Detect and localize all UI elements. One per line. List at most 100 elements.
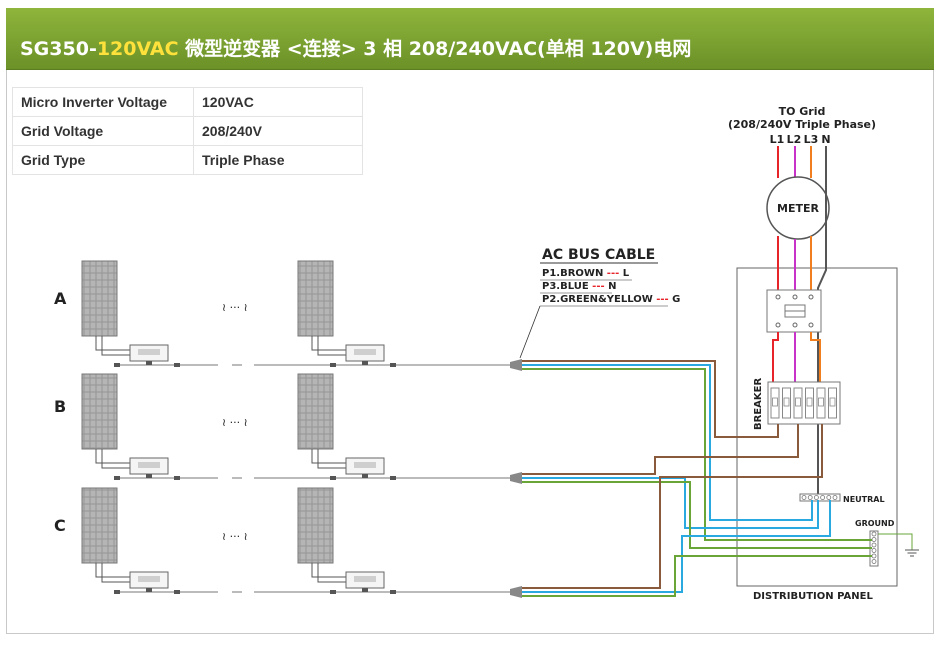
breaker-label: BREAKER (753, 378, 764, 430)
dc-lead (95, 336, 130, 351)
connector-icon (174, 476, 180, 480)
dc-lead (95, 563, 130, 578)
bus-wire-brown (522, 424, 823, 589)
wire-l3 (810, 332, 821, 384)
spec-value: Triple Phase (193, 145, 363, 175)
legend-pin: P2.GREEN&YELLOW --- G (542, 294, 680, 305)
ac-bus-legend: P1.BROWN --- L P3.BLUE --- N P2.GREEN&YE… (542, 268, 680, 305)
phase-label-l1: L1 (770, 133, 785, 146)
connector-icon (146, 474, 152, 478)
terminal-icon (832, 495, 838, 500)
meter-label: METER (777, 202, 819, 215)
micro-inverter-label-icon (354, 576, 376, 582)
solar-panel-icon (297, 373, 334, 450)
bus-wire-brown (522, 424, 799, 475)
dc-lead (311, 563, 346, 578)
breaker-toggle-icon (783, 397, 790, 407)
connector-icon (330, 476, 336, 480)
connector-icon (146, 588, 152, 592)
ground-wire (878, 533, 913, 550)
ac-bus-wiring (522, 360, 872, 597)
neutral-bar-body (799, 493, 841, 502)
terminal-icon (808, 322, 814, 328)
spec-label: Grid Voltage (12, 116, 194, 146)
bus-wire-brown (522, 360, 779, 438)
bus-wire-green (522, 555, 872, 597)
terminal-icon (820, 495, 825, 500)
bus-connector-icon (510, 359, 522, 371)
phase-label-l2: L2 (787, 133, 802, 146)
row-label-a: A (54, 289, 67, 308)
connector-icon (390, 363, 396, 367)
neutral-label: NEUTRAL (843, 495, 885, 504)
bus-wire-blue (522, 364, 813, 521)
legend-pin: P1.BROWN --- L (542, 268, 630, 279)
ac-bus-title: AC BUS CABLE (542, 247, 655, 263)
dc-lead (95, 449, 130, 464)
solar-panel-icon (81, 487, 118, 564)
breaker-toggle-icon (818, 397, 824, 407)
phase-label-n: N (821, 133, 830, 146)
terminal-icon (792, 322, 798, 328)
connector-icon (330, 590, 336, 594)
row-label-b: B (54, 397, 66, 416)
ground-label: GROUND (855, 519, 895, 528)
spec-row: Grid Type Triple Phase (12, 145, 363, 175)
connector-icon (174, 363, 180, 367)
neutral-bar-icon (799, 493, 841, 502)
distribution-panel-outline (736, 267, 898, 587)
breaker-toggle-icon (829, 397, 836, 407)
connector-icon (330, 363, 336, 367)
row-label-c: C (54, 516, 66, 535)
breaker-toggle-icon (795, 397, 801, 407)
terminal-icon (871, 542, 877, 548)
bus-connector-icon (510, 472, 522, 484)
terminal-icon (871, 531, 877, 537)
spec-value: 120VAC (193, 87, 363, 117)
ac-bus-pointer (519, 305, 541, 359)
bus-wire-green (522, 481, 872, 549)
dc-lead (311, 449, 346, 464)
dc-lead (101, 449, 130, 469)
dc-lead (311, 336, 346, 351)
meter-icon (766, 176, 830, 240)
terminal-icon (871, 559, 877, 564)
spec-row: Grid Voltage 208/240V (12, 116, 363, 146)
solar-panel-icon (297, 487, 334, 564)
terminal-icon (792, 294, 798, 300)
dc-lead (101, 563, 130, 583)
terminal-icon (808, 294, 814, 300)
terminal-icon (826, 495, 832, 500)
connector-icon (174, 590, 180, 594)
bus-wire-blue (522, 500, 831, 593)
spec-table: Micro Inverter Voltage 120VAC Grid Volta… (12, 87, 363, 175)
connector-icon (390, 590, 396, 594)
solar-panel-icon (81, 373, 118, 450)
page-title: SG350-120VAC 微型逆变器 <连接> 3 相 208/240VAC(单… (20, 38, 692, 60)
connector-icon (362, 588, 368, 592)
breaker-toggle-icon (806, 397, 813, 407)
title-banner: SG350-120VAC 微型逆变器 <连接> 3 相 208/240VAC(单… (6, 8, 934, 70)
continuation-marker: ≀ ··· ≀ (222, 530, 248, 543)
terminal-icon (801, 495, 807, 500)
terminal-icon (775, 294, 781, 300)
solar-panel-icon (81, 260, 118, 337)
connector-icon (146, 361, 152, 365)
dc-lead (317, 563, 346, 583)
wire-l1 (772, 332, 779, 384)
bus-wire-blue (522, 477, 819, 529)
connector-icon (114, 476, 120, 480)
micro-inverter-label-icon (354, 349, 376, 355)
solar-panel-icon (297, 260, 334, 337)
spec-value: 208/240V (193, 116, 363, 146)
bus-wire-green (522, 368, 872, 541)
bus-connector-icon (510, 586, 522, 598)
terminal-icon (871, 548, 877, 553)
spec-label: Grid Type (12, 145, 194, 175)
terminal-icon (807, 495, 813, 500)
legend-pin: P3.BLUE --- N (542, 281, 616, 292)
connector-icon (390, 476, 396, 480)
grid-title: TO Grid (779, 105, 826, 118)
micro-inverter-label-icon (354, 462, 376, 468)
